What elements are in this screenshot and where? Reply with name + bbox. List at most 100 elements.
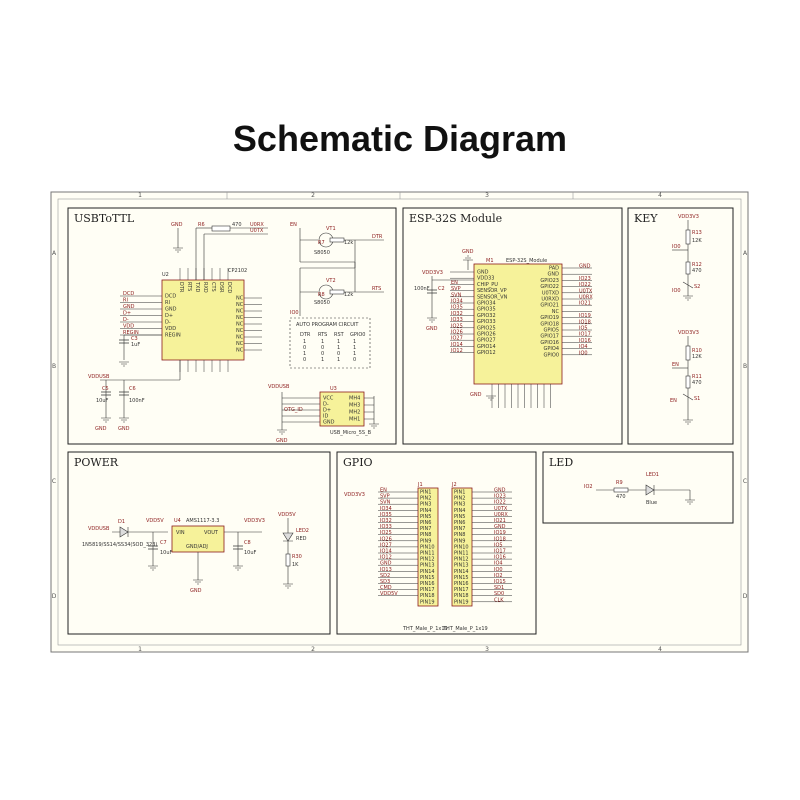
esp32s-bottom-pins (491, 384, 551, 408)
auto-table-cell: 1 (303, 351, 306, 357)
j1-net-label: SVP (380, 494, 390, 500)
r9-value: 470 (616, 494, 626, 500)
j2-pin-label: PIN1 (454, 490, 465, 496)
j1-net-label: IO26 (380, 536, 392, 542)
auto-table-header: RST (334, 332, 345, 338)
c2-ref: C2 (438, 286, 445, 292)
vin-pin: VIN (176, 530, 185, 536)
cp2102-pin-right: NC (236, 335, 244, 341)
cp2102-net-left: D+ (123, 311, 131, 317)
cp2102-net-left: VDD (123, 324, 134, 330)
esp-pin-left: GPIO14 (477, 344, 496, 350)
c7-ref: C7 (160, 540, 167, 546)
esp-net-left: IO33 (451, 317, 463, 323)
usb-pin-label: GND (323, 420, 335, 426)
j1-ref: J1 (417, 482, 423, 488)
gnd-symbol (173, 247, 183, 253)
esp-vdd-net: VDD3V3 (422, 270, 443, 276)
usb-pin-label: D+ (323, 408, 331, 414)
auto-table-header: GPIO0 (350, 332, 365, 338)
usb-gnd-net: GND (276, 438, 288, 444)
esp-pin-right: GPIO23 (540, 278, 559, 284)
c2-value: 100nF (414, 286, 430, 292)
j2-net-label: GND (494, 488, 506, 494)
j1-pin-label: PIN4 (420, 508, 431, 514)
esp-pin-left: GPIO35 (477, 307, 496, 313)
j2-pin-label: PIN15 (454, 575, 469, 581)
cp2102-pin-left: RI (165, 300, 170, 306)
vout-pin: VOUT (204, 530, 219, 536)
frame-column-top-1: 1 (138, 192, 142, 199)
esp-net-right: U0RX (579, 295, 593, 301)
j2-pin-label: PIN5 (454, 514, 465, 520)
cp2102-net-left: D- (123, 317, 129, 323)
esp-net-right: IO4 (579, 344, 588, 350)
transistor-vt2: VT2 R8 12k S8050 IO0 RTS (290, 240, 384, 316)
j1-net-label: VDD5V (380, 591, 398, 597)
r8-ref: R8 (318, 292, 325, 298)
j2-net-label: GND (494, 524, 506, 530)
usb-micro-connector (319, 391, 365, 427)
cp2102-pin-left: D- (165, 320, 171, 326)
frame-column-top-2: 2 (311, 192, 315, 199)
cp2102-pin-right: NC (236, 309, 244, 315)
j2-pin-label: PIN9 (454, 538, 465, 544)
usb-conn-name: USB_Micro_5S_B (330, 430, 372, 436)
ams1117-regulator (171, 525, 225, 553)
r12-ref: R12 (692, 262, 702, 268)
sheet-border-inner (57, 198, 742, 646)
j2-net-label: IO5 (494, 542, 503, 548)
j1-pin-label: PIN8 (420, 532, 431, 538)
usb-mh-label: MH1 (349, 417, 360, 423)
j2-pin-label: PIN17 (454, 587, 469, 593)
j2-net-label: IO21 (494, 518, 506, 524)
esp-gnd-net-bottom: GND (470, 392, 482, 398)
esp-pin-right: GPIO5 (544, 328, 559, 334)
c5-value: 10uF (96, 398, 109, 404)
r10-ref: R10 (692, 348, 702, 354)
u4-name: AMS1117-3.3 (186, 518, 219, 524)
esp-net-right: IO22 (579, 282, 591, 288)
c3-ref: C3 (131, 336, 138, 342)
esp-net-left: IO26 (451, 330, 463, 336)
esp-pin-left: SENSOR_VP (477, 288, 507, 294)
auto-table-header: DTR (300, 332, 311, 338)
j1-net-label: IO32 (380, 518, 392, 524)
j2-pin-label: PIN2 (454, 496, 465, 502)
usb-pin-label: ID (323, 414, 328, 420)
cp2102-pin-top: RXD (202, 282, 208, 293)
esp-pin-left: GPIO26 (477, 332, 496, 338)
j1-pin-label: PIN18 (420, 593, 435, 599)
gpio-vdd-net: VDD3V3 (344, 492, 365, 498)
esp-net-left: IO25 (451, 323, 463, 329)
esp-pin-left: GPIO25 (477, 325, 496, 331)
esp-net-left: IO14 (451, 342, 463, 348)
vt2-model: S8050 (314, 300, 330, 306)
j2-net-label: IO17 (494, 549, 506, 555)
auto-table-cell: 1 (321, 339, 324, 345)
cp2102-pin-left: VDD (165, 326, 176, 332)
j1-pin-label: PIN14 (420, 569, 435, 575)
auto-table-cell: 1 (337, 357, 340, 363)
j1-pin-label: PIN15 (420, 575, 435, 581)
j1-net-label: IO25 (380, 530, 392, 536)
auto-program-title: AUTO PROGRAM CIRCUIT (296, 322, 359, 328)
rts-net: RTS (372, 286, 381, 292)
esp-pin-left: GPIO34 (477, 301, 496, 307)
cp2102-ref: U2 (162, 272, 169, 278)
j2-pin-label: PIN11 (454, 551, 469, 557)
vddusb-label: VDDUSB (88, 374, 110, 380)
c5-ref: C5 (102, 386, 109, 392)
auto-table-cell: 0 (321, 345, 324, 351)
j2-net-label: IO15 (494, 579, 506, 585)
cp2102-pin-top: TXD (194, 281, 200, 292)
auto-table-header: RTS (318, 332, 327, 338)
j2-net-label: IO16 (494, 555, 506, 561)
esp-pin-left: VDD33 (477, 276, 494, 282)
esp-net-right: GND (579, 264, 591, 270)
auto-table-cell: 0 (303, 357, 306, 363)
